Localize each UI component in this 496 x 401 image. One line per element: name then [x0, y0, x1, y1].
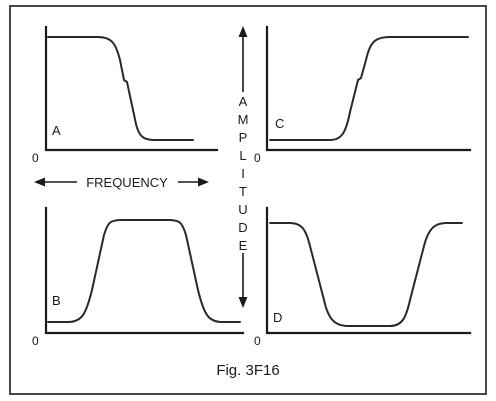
panel-a-label: A: [52, 123, 61, 138]
panel-b-label: B: [52, 293, 61, 308]
panel-b-axes: [44, 206, 245, 335]
frequency-arrow-left-head: [34, 177, 45, 187]
panel-c-axes: [265, 25, 472, 152]
panel-c: C 0: [254, 25, 472, 165]
panel-a-response-curve: [47, 36, 194, 141]
amplitude-letter: L: [239, 148, 246, 163]
figure-border: [9, 5, 487, 395]
panel-c-response-curve: [269, 36, 469, 141]
frequency-arrow-right-head: [198, 177, 209, 187]
amplitude-letter: I: [241, 166, 245, 181]
panel-c-label: C: [275, 116, 284, 131]
amplitude-letter: D: [238, 220, 247, 235]
amplitude-letter: U: [238, 202, 247, 217]
panel-d-origin-label: 0: [254, 334, 261, 348]
amplitude-letter: E: [239, 238, 248, 253]
frequency-label: FREQUENCY: [86, 175, 168, 190]
panel-a-axes: [44, 25, 219, 152]
panel-a: A 0: [32, 25, 219, 165]
panel-c-origin-label: 0: [254, 151, 261, 165]
panel-d-label: D: [273, 310, 282, 325]
amplitude-arrow: A M P L I T U D E: [238, 26, 249, 308]
figure-caption: Fig. 3F16: [216, 362, 279, 379]
amplitude-label: A M P L I T U D E: [238, 94, 249, 253]
amplitude-letter: A: [239, 94, 248, 109]
amplitude-letter: P: [239, 130, 248, 145]
panel-b-response-curve: [47, 219, 241, 323]
amplitude-letter: T: [239, 184, 247, 199]
amplitude-letter: M: [238, 112, 249, 127]
frequency-arrow: FREQUENCY: [34, 175, 209, 190]
amplitude-arrow-down-head: [238, 297, 248, 308]
panel-d-axes: [265, 206, 472, 335]
panel-d: D 0: [254, 206, 472, 348]
panel-b-origin-label: 0: [32, 334, 39, 348]
panel-b: B 0: [32, 206, 245, 348]
panel-a-origin-label: 0: [32, 151, 39, 165]
amplitude-arrow-up-head: [238, 26, 248, 37]
panel-d-response-curve: [269, 222, 463, 327]
